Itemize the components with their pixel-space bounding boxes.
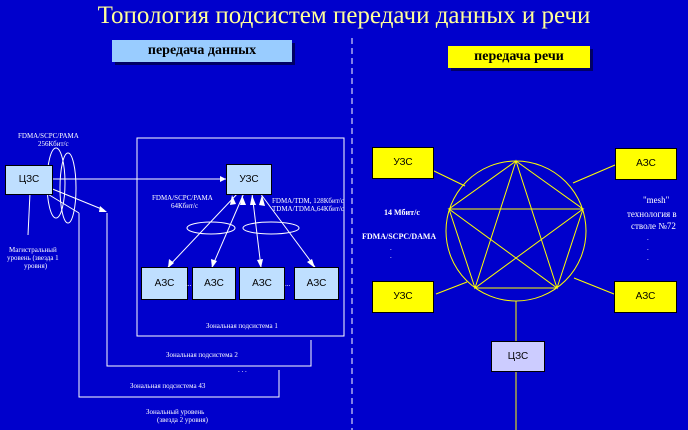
azs-node-1: АЗС xyxy=(141,267,188,300)
vertical-dot-right-5: . xyxy=(647,254,649,262)
label-backbone-1: Магистральный xyxy=(9,246,57,254)
uzs-node: УЗС xyxy=(226,164,272,195)
vertical-dots: . . . xyxy=(238,366,247,374)
page-title: Топология подсистем передачи данных и ре… xyxy=(97,2,591,29)
zonal-frame-1 xyxy=(136,137,345,337)
zonal-frame-2 xyxy=(106,213,312,367)
azs-node-4: АЗС xyxy=(294,267,339,300)
header-voice-transfer: передача речи xyxy=(448,46,590,68)
label-access-right-2: TDMA/TDMA,64Кбит/с xyxy=(272,205,345,213)
azs-top-node: АЗС xyxy=(615,148,677,180)
header-data-transfer: передача данных xyxy=(112,40,292,62)
vertical-dot-right-3: . xyxy=(647,234,649,242)
label-mesh-3: стволе №72 xyxy=(631,221,676,231)
vertical-dot-right-1: . xyxy=(390,244,392,252)
zonal-frame-n xyxy=(78,213,280,398)
label-backbone-2: уровень (звезда 1 xyxy=(7,254,59,262)
vertical-dot-right-4: . xyxy=(647,244,649,252)
azs-node-3: АЗС xyxy=(239,267,285,300)
ellipsis-1: ... xyxy=(186,280,192,288)
azs-bottom-node: АЗС xyxy=(614,281,677,313)
label-access-mid: FDMA/SCPC/PAMA xyxy=(152,194,213,202)
ellipsis-2: ... xyxy=(285,280,291,288)
label-subsystem-2: Зональная подсистема 2 xyxy=(166,351,238,359)
label-access-right-1: FDMA/TDM, 128Кбит/с xyxy=(272,197,344,205)
label-channels: 14 Мбит/с xyxy=(384,208,420,217)
label-access-mid-rate: 64Кбит/с xyxy=(171,202,199,210)
czs-voice-node: ЦЗС xyxy=(491,341,545,372)
label-access-voice: FDMA/SCPC/DAMA xyxy=(362,232,437,241)
label-zonal-2: (звезда 2 уровня) xyxy=(157,416,208,424)
vertical-dot-right-2: . xyxy=(390,252,392,260)
label-subsystem-n: Зональная подсистема 43 xyxy=(130,382,206,390)
label-access-top: FDMA/SCPC/PAMA xyxy=(18,132,79,140)
label-backbone-3: уровня) xyxy=(24,262,48,270)
uzs-bottom-node: УЗС xyxy=(372,281,434,313)
azs-node-2: АЗС xyxy=(192,267,236,300)
uzs-top-node: УЗС xyxy=(372,147,434,179)
label-mesh-1: "mesh" xyxy=(643,195,670,205)
label-zonal-1: Зональный уровень xyxy=(146,408,205,416)
label-mesh-2: технология в xyxy=(627,209,677,219)
czs-node: ЦЗС xyxy=(5,165,53,195)
mesh-ring xyxy=(445,160,587,302)
label-access-top-rate: 256Кбит/с xyxy=(38,140,69,148)
label-subsystem-1: Зональная подсистема 1 xyxy=(206,322,278,330)
